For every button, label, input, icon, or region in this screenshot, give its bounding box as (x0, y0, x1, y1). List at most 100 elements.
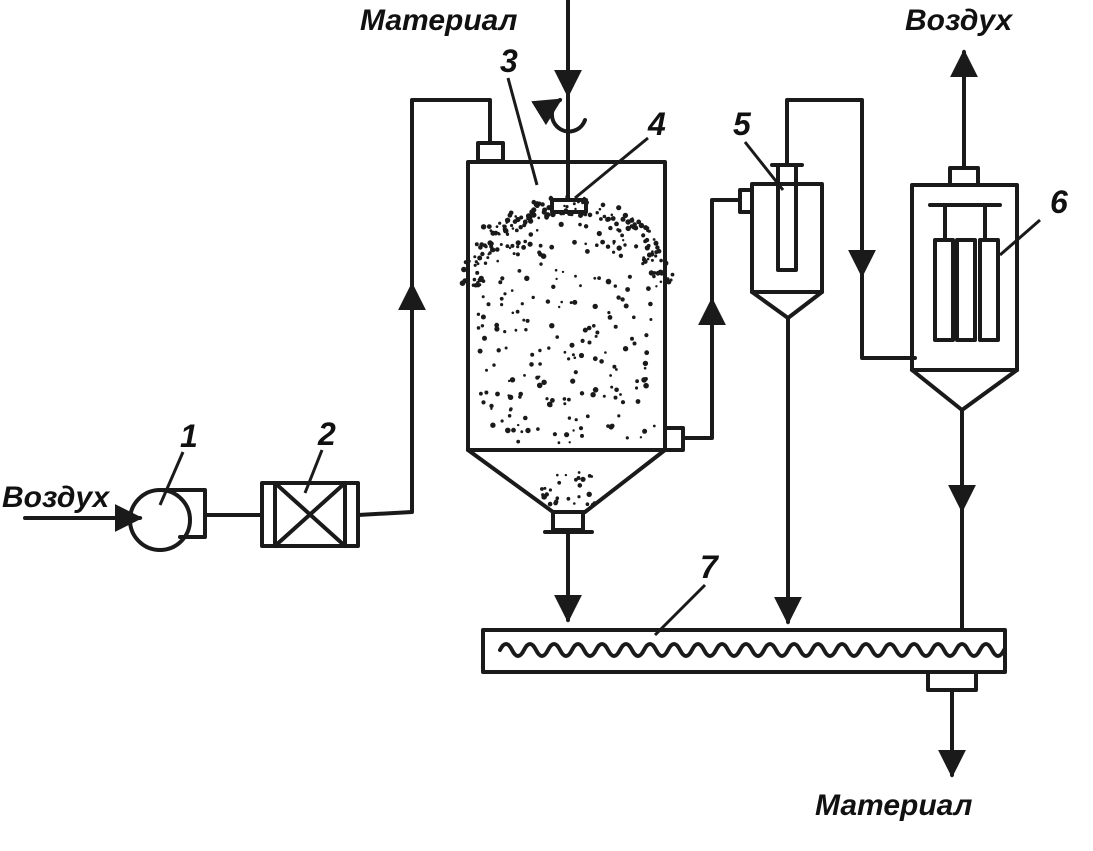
particle-dot (622, 239, 625, 242)
particle-dot (610, 423, 615, 429)
particle-dot (480, 314, 486, 320)
particle-dot (612, 250, 616, 254)
particle-dot (616, 245, 622, 251)
particle-dot (505, 244, 510, 249)
particle-dot (511, 311, 515, 315)
particle-dot (670, 272, 675, 277)
particle-dot (564, 473, 568, 477)
particle-dot (625, 287, 630, 292)
particle-dot (577, 200, 580, 204)
particle-dot (510, 289, 514, 292)
particle-dot (625, 436, 629, 440)
particle-dot (598, 207, 602, 211)
particle-dot (635, 399, 641, 404)
particle-dot (580, 476, 586, 482)
particle-dot (535, 201, 539, 204)
particle-dot (639, 436, 643, 439)
particle-dot (614, 221, 619, 227)
particle-dot (504, 217, 511, 223)
particle-dot (648, 254, 652, 258)
particle-dot (520, 302, 524, 306)
particle-dot (550, 207, 554, 211)
particle-dot (463, 260, 468, 265)
particle-dot (472, 277, 477, 282)
particle-dot (620, 400, 626, 405)
particle-dot (562, 397, 567, 401)
particle-dot (579, 391, 585, 396)
particle-dot (550, 398, 555, 403)
particle-dot (535, 375, 540, 380)
particle-dot (503, 292, 507, 296)
particle-dot (572, 239, 577, 245)
particle-dot (485, 368, 488, 372)
particle-dot (567, 416, 572, 420)
particle-dot (604, 351, 607, 354)
particle-dot (587, 474, 592, 478)
particle-dot (564, 432, 570, 438)
particle-dot (555, 335, 559, 339)
particle-dot (527, 218, 534, 224)
particle-dot (599, 359, 604, 364)
particle-dot (496, 348, 501, 353)
particle-dot (614, 387, 619, 393)
particle-dot (610, 213, 614, 217)
particle-dot (623, 243, 627, 247)
particle-dot (559, 211, 564, 216)
particle-dot (508, 408, 513, 412)
particle-dot (642, 360, 649, 367)
particle-dot (602, 214, 607, 219)
particle-dot (634, 386, 639, 390)
particle-dot (581, 201, 585, 205)
particle-dot (500, 419, 504, 423)
particle-dot (551, 284, 556, 289)
particle-dot (596, 230, 602, 237)
particle-dot (613, 395, 618, 400)
air-out-label: Воздух (905, 4, 1013, 37)
particle-dot (474, 260, 478, 264)
particle-dot (541, 494, 547, 500)
particle-dot (584, 242, 587, 246)
particle-dot (495, 225, 499, 229)
particle-dot (461, 266, 467, 273)
particle-dot (549, 244, 555, 250)
particle-dot (586, 491, 592, 497)
particle-dot (518, 395, 522, 399)
particle-dot (509, 377, 516, 383)
particle-dot (514, 215, 517, 218)
particle-dot (531, 199, 537, 205)
particle-dot (563, 204, 566, 208)
particle-dot (647, 229, 651, 233)
particle-dot (512, 252, 516, 256)
particle-dot (582, 196, 586, 200)
particle-dot (555, 496, 560, 501)
particle-dot (622, 346, 629, 352)
particle-dot (554, 268, 558, 272)
heater (260, 481, 360, 548)
particle-dot (483, 261, 488, 265)
particle-dot (623, 303, 629, 309)
particle-dot (503, 330, 507, 334)
particle-dot (567, 397, 571, 402)
particle-dot (578, 352, 585, 359)
particle-dot (522, 318, 526, 322)
particle-dot (648, 270, 655, 276)
particle-dot (641, 233, 646, 238)
particle-dot (613, 284, 617, 288)
particle-dot (536, 382, 543, 389)
particle-dot (654, 254, 658, 258)
particle-dot (574, 477, 578, 482)
particle-dot (505, 221, 508, 224)
particle-dot (620, 233, 624, 238)
material-out-label: Материал (815, 789, 973, 822)
particle-dot (500, 276, 505, 281)
label-heater-number: 2 (317, 416, 336, 452)
particle-dot (630, 336, 634, 341)
particle-dot (540, 487, 544, 491)
particle-dot (570, 198, 575, 202)
particle-dot (572, 429, 575, 432)
particle-dot (644, 350, 650, 356)
particle-dot (573, 502, 576, 505)
particle-dot (605, 217, 611, 222)
particle-dot (517, 269, 522, 273)
particle-dot (592, 303, 598, 310)
